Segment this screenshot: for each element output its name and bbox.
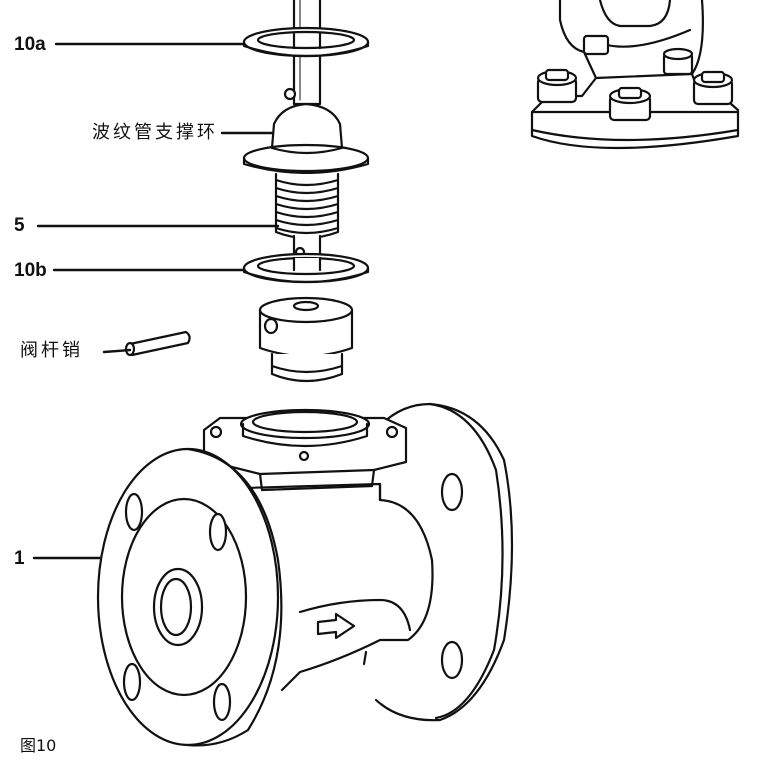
- callout-5: 5: [14, 215, 25, 236]
- figure-caption: 图10: [20, 736, 57, 755]
- valve-body-part-1: [96, 402, 514, 747]
- gasket-10b: [242, 252, 370, 284]
- bellows-part-5: [274, 172, 340, 268]
- bonnet-bolt: [608, 86, 652, 122]
- bellows-support-ring-part: [242, 102, 370, 175]
- leader-lines: [32, 42, 280, 560]
- gasket-10a: [242, 26, 370, 58]
- callout-1: 1: [14, 548, 25, 569]
- bonnet-nut: [582, 34, 610, 56]
- bonnet-bolt: [692, 70, 734, 106]
- stem-bushing: [258, 296, 354, 383]
- callout-10b: 10b: [14, 260, 47, 281]
- arrow-right-icon: [316, 612, 356, 640]
- leader-stem-pin: [102, 348, 132, 354]
- stem-pin-part: [124, 330, 191, 357]
- callout-bellows-support-ring: 波纹管支撑环: [92, 122, 218, 143]
- bonnet-bolt: [536, 68, 578, 104]
- bonnet-nut: [662, 47, 694, 76]
- callout-stem-pin: 阀杆销: [20, 340, 83, 361]
- actuator-bonnet-part: [530, 0, 740, 150]
- callout-10a: 10a: [14, 34, 46, 55]
